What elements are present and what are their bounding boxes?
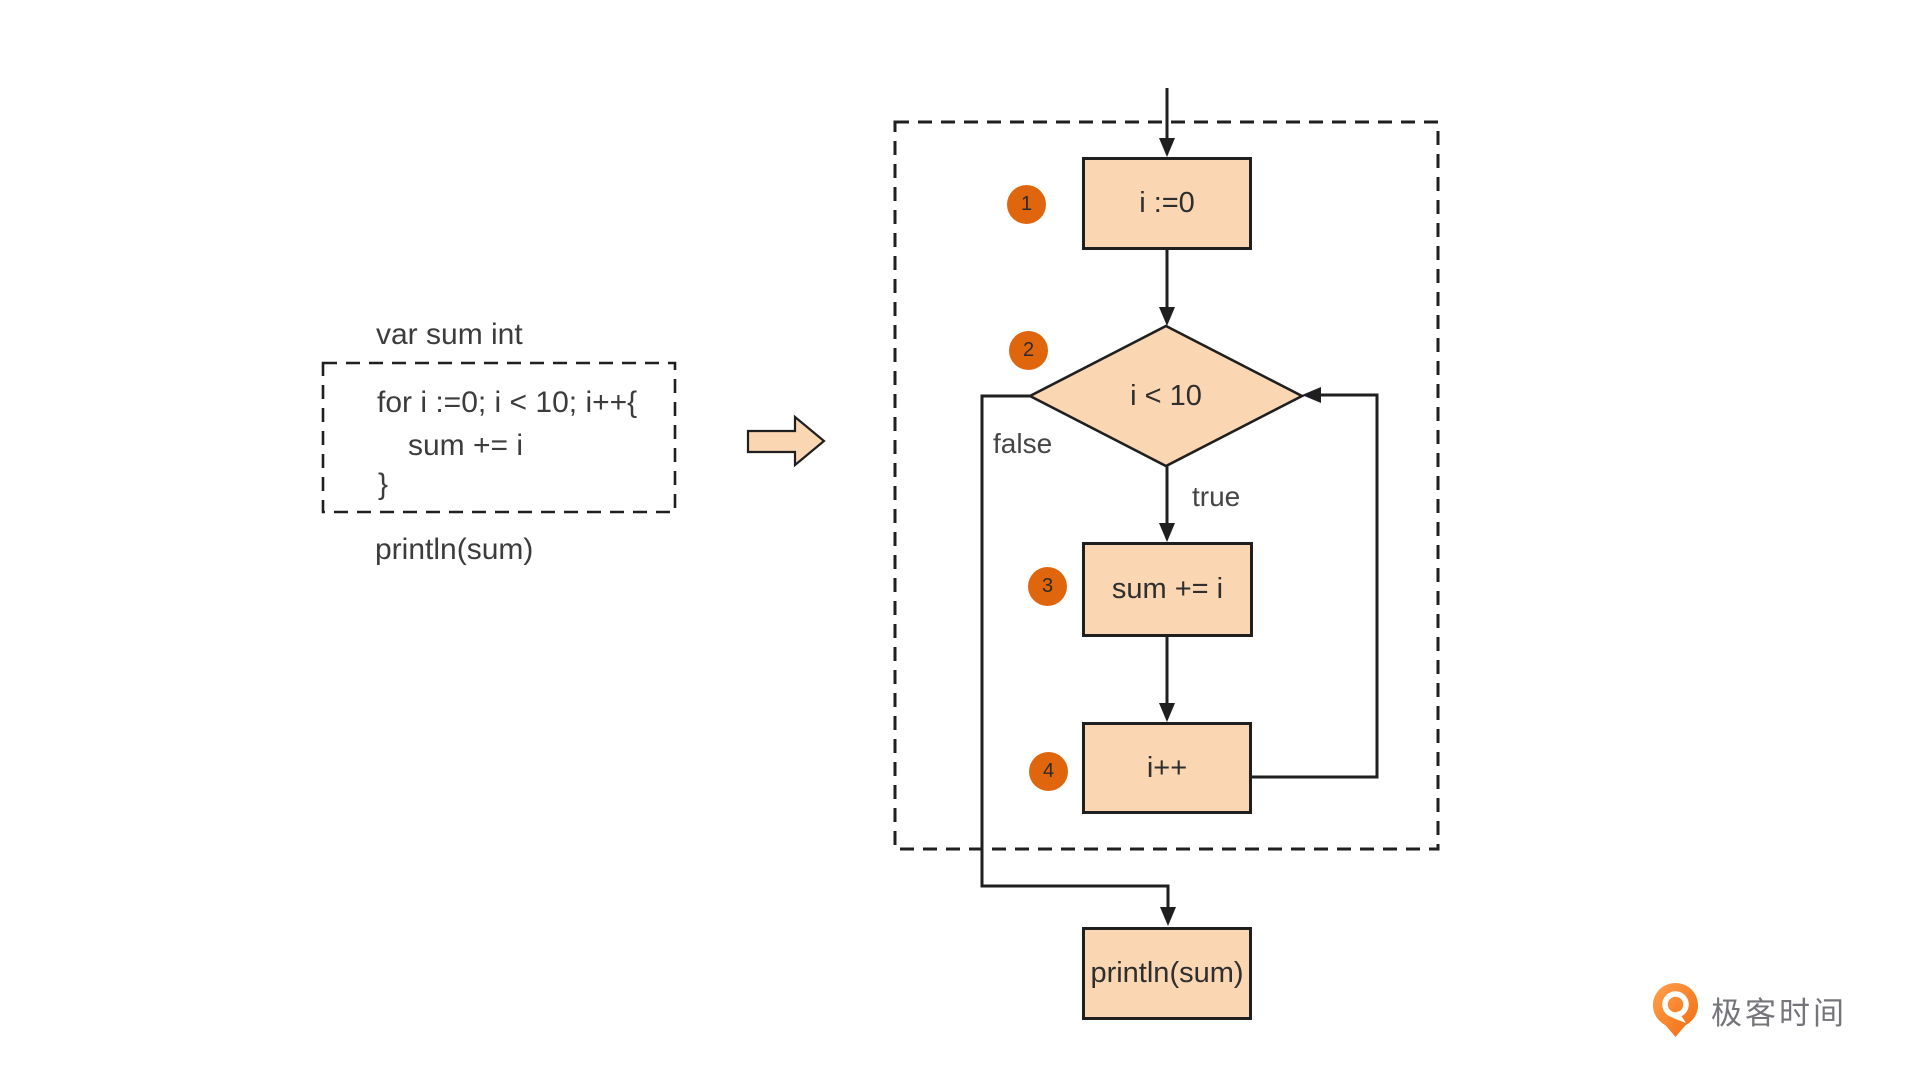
geektime-logo: 极客时间 [1652,982,1847,1039]
node-init-box: i :=0 [1082,157,1252,250]
code-body-line: sum += i [408,429,524,462]
step-badge-3: 3 [1028,567,1067,606]
arrowhead-body-to-increment [1159,703,1175,722]
code-for-line: for i :=0; i < 10; i++{ [377,386,638,419]
step-badge-4: 4 [1029,752,1068,791]
step-badge-1: 1 [1007,185,1046,224]
node-body-box: sum += i [1082,542,1253,637]
geektime-logo-text: 极客时间 [1711,996,1847,1031]
code-var-declaration: var sum int [376,318,523,351]
arrowhead-false-branch [1160,907,1176,926]
node-increment-label: i++ [1146,751,1188,784]
code-loop-dashed-frame [321,361,677,514]
arrowhead-init-to-condition [1159,307,1175,326]
node-println-label: println(sum) [1090,957,1244,989]
geektime-logo-icon [1653,983,1698,1037]
node-body-label: sum += i [1111,573,1224,605]
transform-arrow-icon [746,414,826,468]
node-increment-box: i++ [1082,722,1252,814]
node-condition-label: i < 10 [1130,380,1202,412]
connector-loop-back [1251,393,1379,779]
true-branch-label: true [1192,481,1241,512]
connector-false-branch [980,394,1170,912]
node-init-label: i :=0 [1139,187,1195,219]
flowchart-loop-dashed-frame [893,120,1440,851]
code-close-brace: } [378,468,389,501]
false-branch-label: false [993,428,1053,459]
arrowhead-entry [1159,138,1175,157]
code-println-line: println(sum) [375,533,534,566]
node-println-box: println(sum) [1082,927,1252,1020]
step-badge-2: 2 [1009,331,1048,370]
arrowhead-true-branch [1159,523,1175,542]
arrowhead-loop-back [1302,387,1321,403]
